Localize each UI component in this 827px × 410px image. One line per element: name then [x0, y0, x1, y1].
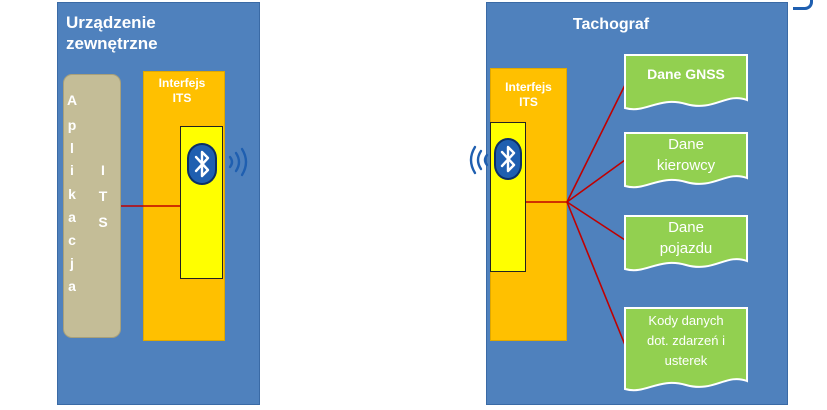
left-its-label-line2: ITS	[172, 91, 192, 105]
external-device-title-line2: zewnętrzne	[66, 34, 158, 53]
right-its-interface-label: Interfejs ITS	[490, 80, 567, 110]
app-letter: j	[70, 255, 74, 271]
wireless-signal-icon	[228, 147, 248, 177]
tachograph-title: Tachograf	[572, 16, 650, 33]
document-gnss-label: Dane GNSS	[647, 66, 725, 82]
document-shape	[624, 215, 748, 272]
document-shape	[624, 132, 748, 189]
bluetooth-icon	[187, 143, 217, 185]
right-its-label-line1: Interfejs	[505, 80, 552, 94]
document-codes-label-line3: usterek	[664, 353, 708, 368]
document-driver-label-line2: kierowcy	[656, 157, 716, 174]
right-its-label-line2: ITS	[519, 95, 538, 109]
document-driver-data: Dane kierowcy	[622, 130, 750, 192]
panel-corner-mark	[793, 0, 813, 10]
app-letter: c	[68, 232, 76, 248]
document-gnss-data: Dane GNSS	[622, 52, 750, 114]
app-letter: p	[67, 117, 77, 133]
document-shape	[624, 54, 748, 111]
external-device-title: Urządzenie zewnętrzne	[66, 12, 246, 54]
left-its-label-line1: Interfejs	[158, 76, 206, 90]
document-vehicle-label-line2: pojazdu	[659, 240, 713, 257]
app-letter: A	[66, 92, 78, 108]
document-vehicle-data: Dane pojazdu	[622, 213, 750, 275]
its-letter: T	[98, 188, 108, 204]
app-letter: a	[68, 278, 76, 294]
document-codes-label-line2: dot. zdarzeń i	[646, 333, 726, 348]
app-letter: k	[68, 186, 76, 202]
document-vehicle-label-line1: Dane	[668, 219, 704, 236]
document-driver-label-line1: Dane	[668, 136, 704, 153]
bluetooth-icon	[494, 138, 522, 180]
left-its-interface-label: Interfejs ITS	[143, 76, 221, 106]
document-event-fault-codes: Kody danych dot. zdarzeń i usterek	[622, 305, 750, 397]
app-letter: a	[68, 209, 76, 225]
its-letter: S	[98, 214, 108, 230]
its-application-box	[63, 74, 121, 338]
app-letter: l	[70, 140, 74, 156]
app-letter: i	[70, 162, 74, 178]
its-letter: I	[101, 162, 105, 178]
external-device-title-line1: Urządzenie	[66, 13, 156, 32]
document-shape	[624, 307, 748, 392]
wireless-signal-icon	[469, 145, 489, 175]
document-codes-label-line1: Kody danych	[648, 313, 724, 328]
